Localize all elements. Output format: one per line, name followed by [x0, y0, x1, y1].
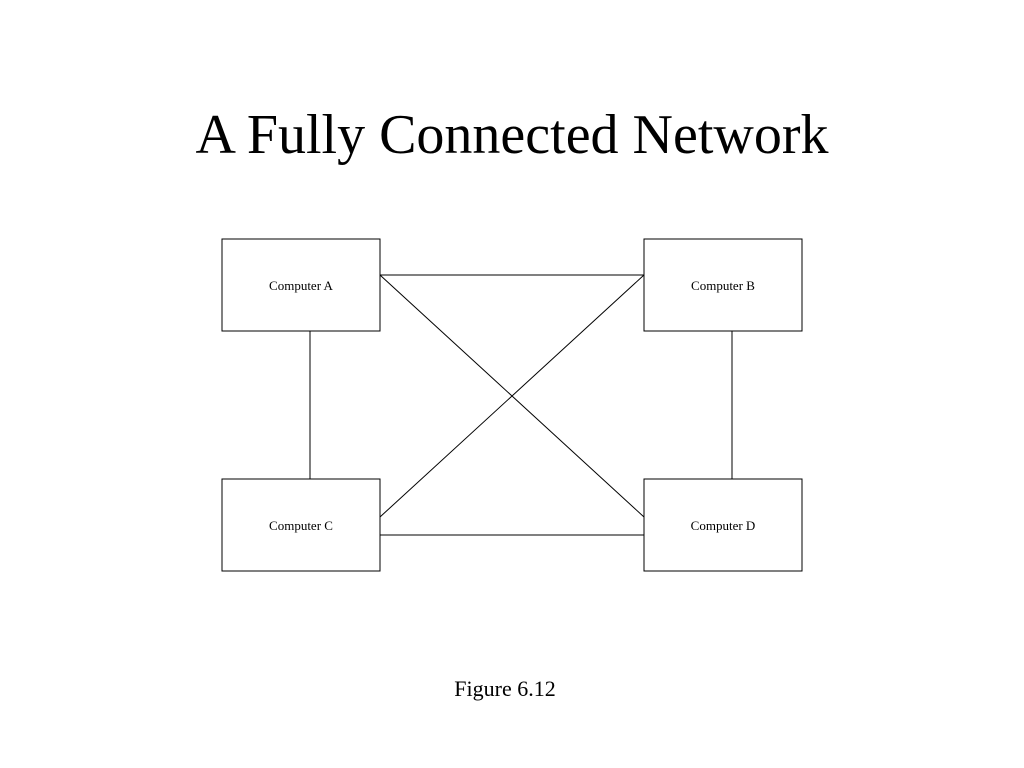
node-computer-a: Computer A: [221, 238, 381, 332]
node-computer-c: Computer C: [221, 478, 381, 572]
node-computer-b: Computer B: [643, 238, 803, 332]
node-label: Computer D: [691, 518, 756, 533]
node-label: Computer A: [269, 278, 334, 293]
node-label: Computer B: [691, 278, 755, 293]
node-computer-d: Computer D: [643, 478, 803, 572]
link-b-c: [379, 274, 645, 518]
figure-caption: Figure 6.12: [454, 676, 556, 701]
slide-title: A Fully Connected Network: [195, 104, 829, 166]
node-label: Computer C: [269, 518, 333, 533]
